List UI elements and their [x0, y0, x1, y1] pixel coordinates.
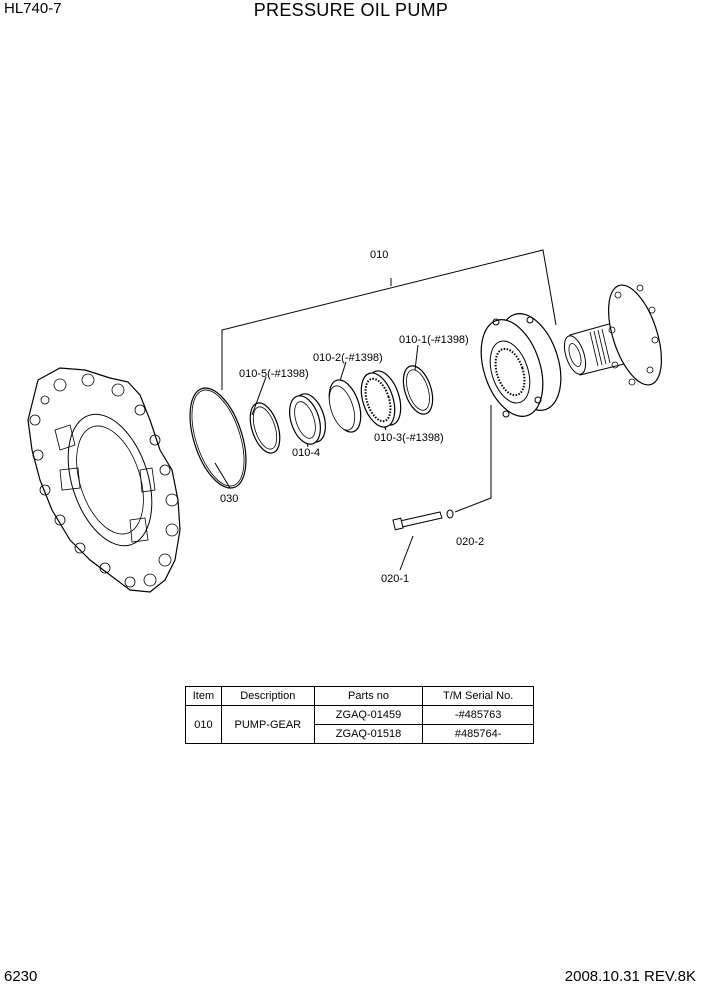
table-row: 010 PUMP-GEAR ZGAQ-01459 -#485763	[185, 705, 534, 744]
pump-body	[480, 313, 562, 418]
callout-030: 030	[220, 493, 239, 505]
callout-010-2: 010-2(-#1398)	[313, 352, 383, 364]
model-code: HL740-7	[4, 0, 62, 17]
o-ring-030	[189, 387, 247, 489]
page-title: PRESSURE OIL PUMP	[253, 0, 449, 20]
cell-serial: -#485763	[422, 705, 534, 725]
washer-020-2	[446, 509, 454, 519]
callout-020-1: 020-1	[381, 573, 410, 585]
ring-010-5	[249, 402, 281, 454]
cell-parts-no: ZGAQ-01459	[313, 705, 424, 725]
header-item: Item	[185, 686, 222, 706]
page-number: 6230	[4, 968, 38, 985]
bolt-020-1	[392, 511, 443, 531]
callout-020-2: 020-2	[456, 536, 485, 548]
leader-030	[214, 462, 231, 489]
shaft-flange	[563, 284, 662, 386]
callout-010: 010	[370, 249, 389, 261]
bracket-010	[221, 249, 557, 390]
callout-010-3: 010-3(-#1398)	[374, 432, 444, 444]
leader-020-1	[399, 535, 414, 571]
cell-parts-no: ZGAQ-01518	[313, 724, 424, 744]
parts-table: Item Description Parts no T/M Serial No.…	[185, 686, 534, 744]
transmission-housing	[27, 367, 181, 593]
ring-010-1	[402, 365, 434, 415]
leader-010-5	[251, 376, 267, 416]
callout-010-4: 010-4	[292, 447, 321, 459]
cell-serial: #485764-	[422, 724, 534, 744]
header-serial: T/M Serial No.	[422, 686, 534, 706]
callout-010-5: 010-5(-#1398)	[239, 368, 309, 380]
date-revision: 2008.10.31 REV.8K	[564, 968, 696, 985]
ring-010-2	[328, 379, 362, 433]
table-row: ZGAQ-01518 #485764-	[186, 724, 534, 744]
cell-description: PUMP-GEAR	[220, 705, 315, 744]
header-parts-no: Parts no	[313, 686, 424, 706]
callout-010-1: 010-1(-#1398)	[399, 334, 469, 346]
gear-010-3	[360, 370, 402, 428]
bearing-010-4	[289, 393, 326, 445]
cell-item: 010	[185, 705, 222, 744]
leader-020-2	[454, 405, 492, 513]
table-header-row: Item Description Parts no T/M Serial No.	[185, 686, 534, 706]
header-description: Description	[220, 686, 315, 706]
